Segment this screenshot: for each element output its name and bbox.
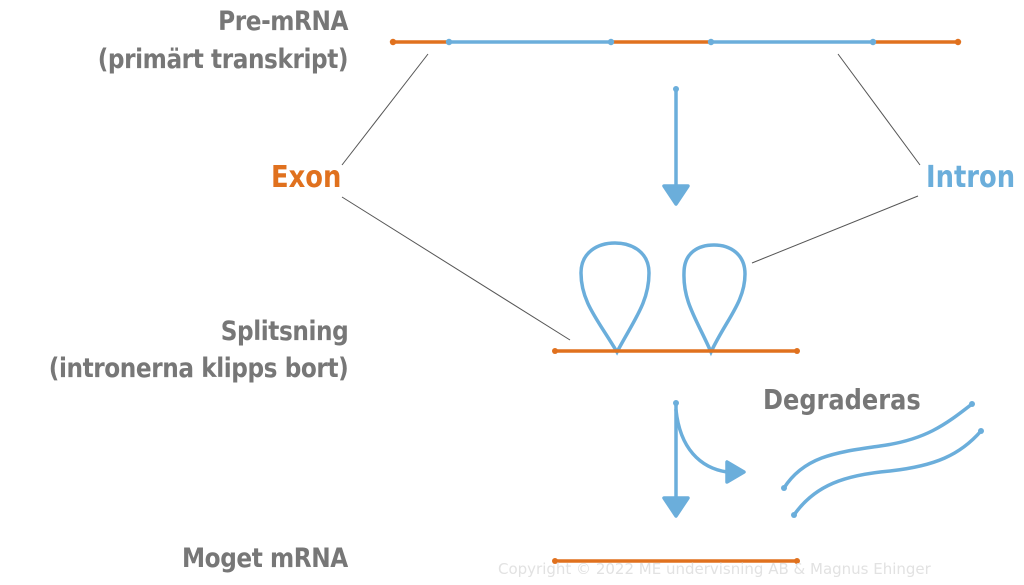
spliced-strand (552, 241, 800, 357)
degraded-label: Degraderas (763, 383, 921, 416)
intron-loop (682, 243, 747, 357)
connector-intron-to-pre-mrna (837, 53, 921, 166)
splicing-sublabel: (intronerna klipps bort) (48, 353, 348, 384)
splicing-label: Splitsning (220, 316, 348, 347)
mature-mrna-strand (552, 558, 800, 564)
copyright-notice: Copyright © 2022 ME undervisning AB & Ma… (498, 560, 931, 578)
pre-mrna-label: Pre-mRNA (218, 6, 348, 37)
connector-lines (341, 53, 921, 341)
pre-mrna-sublabel: (primärt transkript) (97, 44, 349, 75)
connector-intron-to-loop (751, 195, 919, 264)
pre-mrna-strand (389, 38, 962, 46)
connector-exon-to-pre-mrna (341, 53, 429, 166)
exon-label: Exon (271, 160, 342, 195)
degraded-introns (781, 401, 984, 518)
down-arrow (662, 86, 690, 206)
connector-exon-to-spliced (341, 196, 571, 341)
intron-loop (579, 241, 651, 356)
intron-label: Intron (926, 160, 1016, 195)
branching-arrow (662, 400, 746, 518)
mature-mrna-label: Moget mRNA (182, 543, 348, 574)
